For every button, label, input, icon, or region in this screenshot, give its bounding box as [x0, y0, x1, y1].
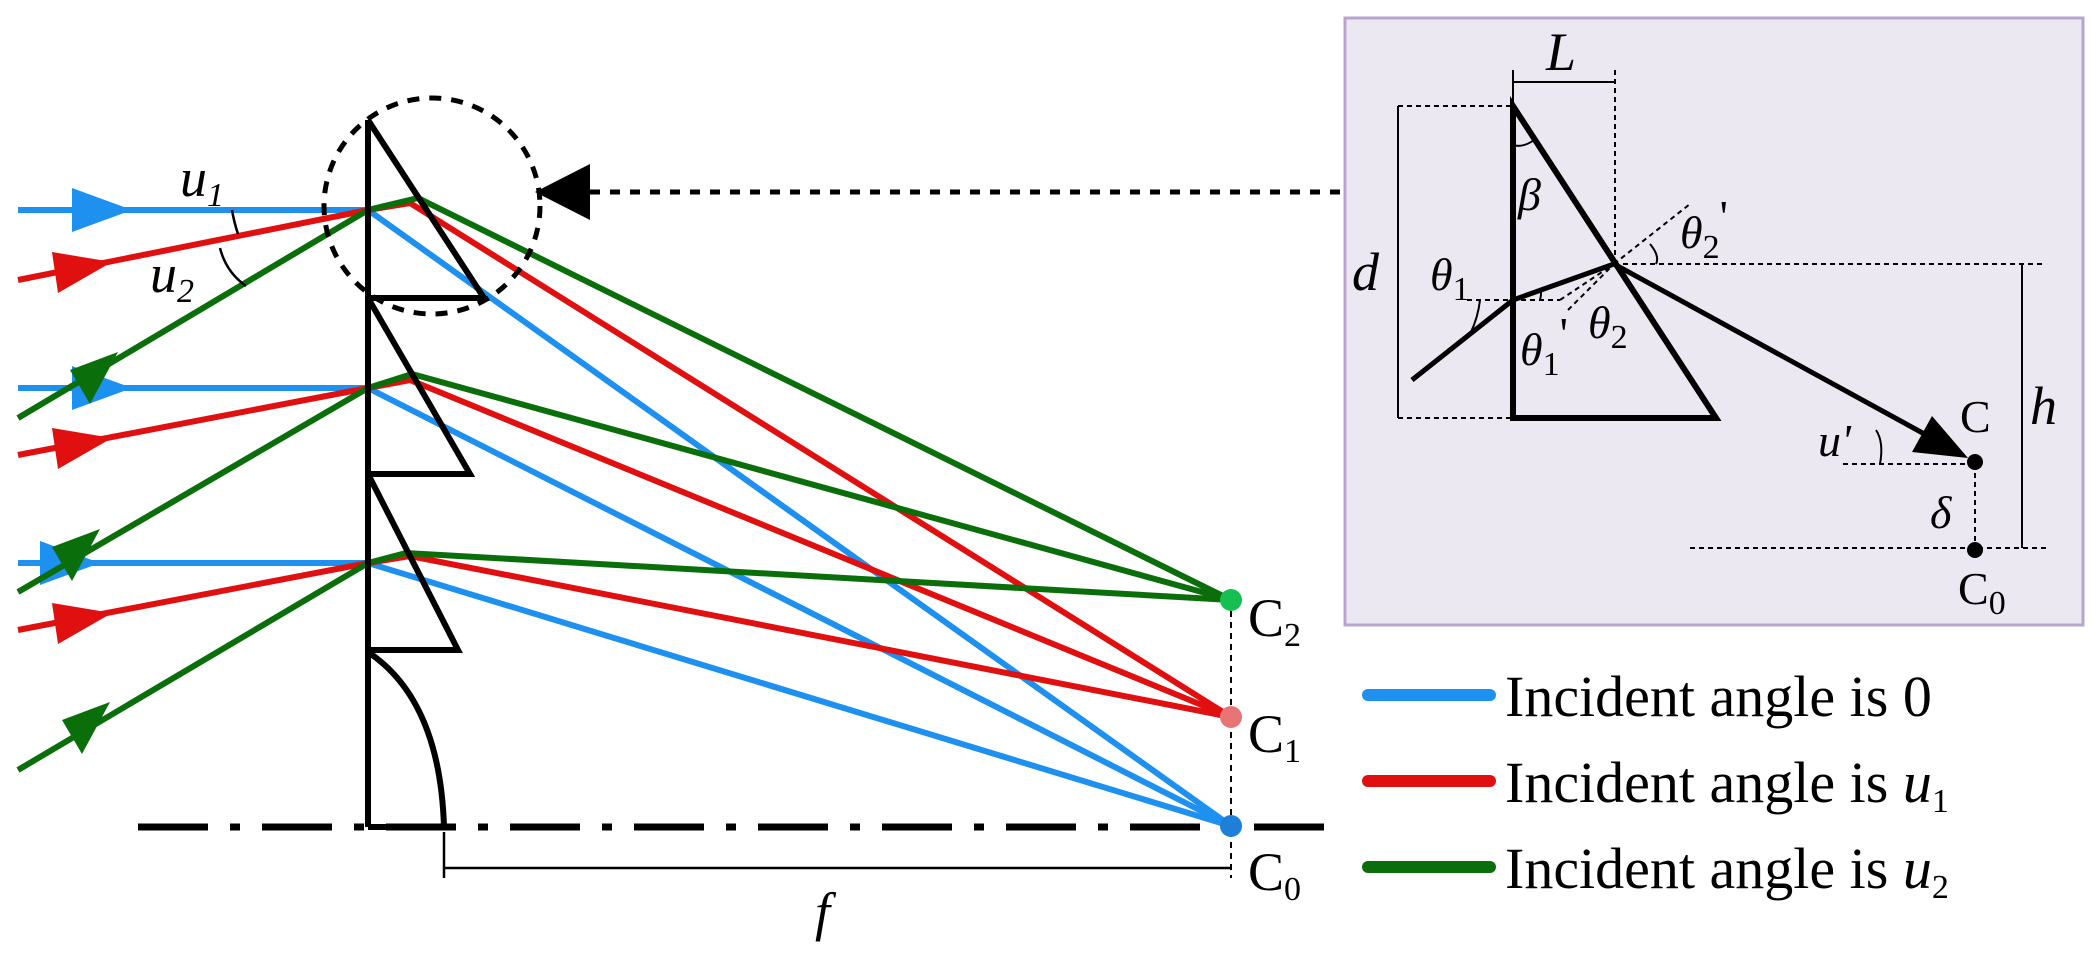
inset-d-dimension	[1397, 105, 1513, 419]
inset-label-uprime: u'	[1818, 415, 1852, 466]
green-arrowhead-3	[62, 702, 110, 754]
label-u2: u2	[150, 244, 194, 310]
inset-point-c0	[1967, 542, 1983, 558]
legend: Incident angle is 0 Incident angle is u1…	[1362, 664, 1949, 906]
inset-prism-detail: L d β	[1343, 16, 2085, 627]
inset-label-theta2-prime: θ2'	[1680, 191, 1728, 266]
label-c0: C0	[1248, 842, 1301, 908]
inset-label-h: h	[2030, 376, 2057, 436]
inset-label-delta: δ	[1930, 487, 1952, 538]
rays-incident-u2	[16, 194, 1233, 773]
inset-L-dimension	[1512, 70, 1616, 264]
lens-central-arc	[366, 649, 447, 828]
blue-ray-1-out	[366, 207, 1233, 829]
inset-point-c	[1967, 454, 1983, 470]
focal-length-dimension	[442, 832, 1231, 878]
green-arrowhead-2	[52, 529, 100, 581]
inset-beta-arc	[1512, 139, 1535, 147]
inset-label-c0: C0	[1958, 563, 2006, 622]
green-ray-3	[16, 549, 1232, 773]
legend-label-u2: Incident angle is u2	[1505, 836, 1949, 906]
label-u1: u1	[180, 148, 224, 214]
focus-point-c1	[1220, 706, 1242, 728]
blue-arrowhead-1	[72, 188, 132, 232]
legend-item-incident-u2: Incident angle is u2	[1362, 836, 1949, 906]
green-arrowheads	[52, 352, 118, 754]
inset-label-c: C	[1960, 391, 1991, 442]
inset-label-theta1-prime: θ1'	[1520, 308, 1568, 383]
inset-label-theta2: θ2	[1588, 297, 1628, 356]
focus-point-c2	[1220, 589, 1242, 611]
inset-label-L: L	[1545, 22, 1576, 82]
angle-arc-u2	[218, 247, 247, 288]
inset-construction-lines	[1467, 203, 2046, 549]
focal-length-label: f	[815, 882, 837, 942]
zoom-pointer-arrowhead	[535, 164, 590, 220]
blue-ray-2-out	[366, 385, 1233, 829]
red-arrowhead-2	[52, 428, 112, 469]
red-arrowheads	[52, 252, 112, 644]
zoom-circle	[321, 95, 543, 317]
legend-label-0: Incident angle is 0	[1505, 664, 1932, 729]
lens-prism-3	[365, 472, 463, 653]
inset-ray-arrowhead	[1912, 416, 1968, 458]
legend-item-incident-0: Incident angle is 0	[1362, 664, 1932, 729]
focus-point-c0	[1220, 815, 1242, 837]
legend-label-u1: Incident angle is u1	[1505, 750, 1949, 820]
inset-angle-arcs	[1469, 243, 1883, 465]
green-arrowhead-1	[70, 352, 118, 404]
label-c2: C2	[1248, 588, 1301, 654]
red-arrowhead-3	[52, 603, 112, 644]
inset-label-d: d	[1352, 242, 1380, 302]
lens-prism-2	[365, 296, 476, 477]
main-diagram: u1 u2 f C2 C1 C0	[16, 95, 1345, 942]
angle-arc-u1	[230, 209, 240, 235]
green-ray-2	[16, 370, 1232, 603]
green-ray-1	[16, 194, 1233, 603]
inset-label-beta: β	[1517, 169, 1541, 220]
label-c1: C1	[1248, 704, 1301, 770]
red-arrowhead-1	[52, 252, 112, 293]
inset-ray	[1410, 261, 1952, 451]
inset-label-theta1: θ1	[1430, 249, 1470, 308]
legend-item-incident-u1: Incident angle is u1	[1362, 750, 1949, 820]
blue-ray-3-out	[367, 560, 1232, 829]
